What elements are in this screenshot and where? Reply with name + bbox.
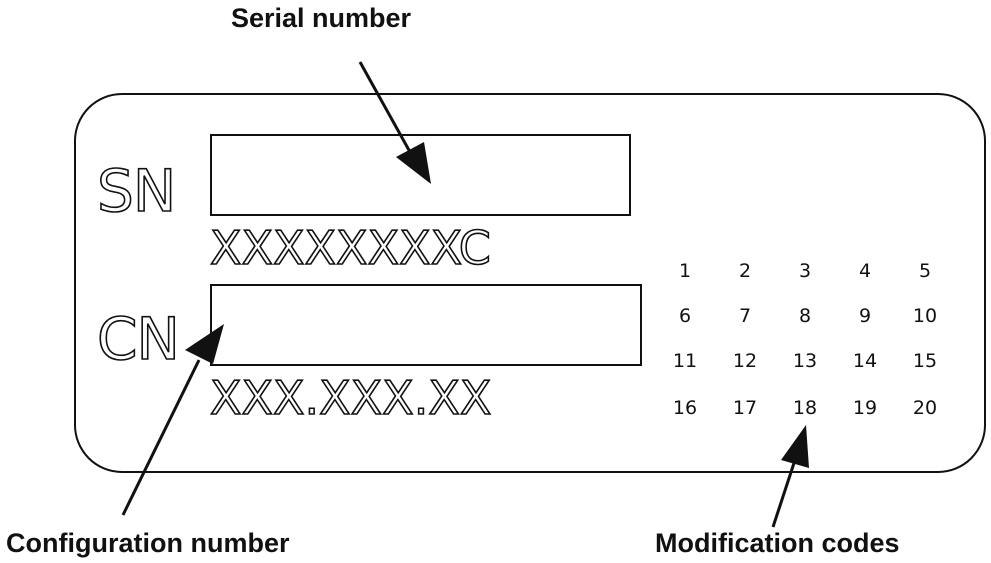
modification-code-7: 7 [738,305,752,327]
cn-label: CN [96,305,180,373]
configuration-number-field [210,284,642,366]
identification-label-plate [74,93,986,473]
modification-code-2: 2 [738,260,752,282]
modification-code-8: 8 [798,305,812,327]
modification-code-4: 4 [858,260,872,282]
modification-code-16: 16 [672,397,698,419]
modification-code-9: 9 [858,305,872,327]
modification-code-13: 13 [792,350,818,372]
modification-code-18: 18 [792,397,818,419]
modification-code-17: 17 [732,397,758,419]
modification-codes-callout: Modification codes [655,528,900,558]
configuration-number-callout: Configuration number [6,528,290,558]
modification-code-6: 6 [678,305,692,327]
modification-code-15: 15 [912,350,938,372]
modification-code-1: 1 [678,260,692,282]
sn-label: SN [96,157,177,225]
configuration-number-format: XXX.XXX.XX [209,370,492,426]
serial-number-field [210,134,631,216]
modification-code-5: 5 [918,260,932,282]
modification-code-3: 3 [798,260,812,282]
modification-code-19: 19 [852,397,878,419]
modification-code-14: 14 [852,350,878,372]
modification-code-10: 10 [912,305,938,327]
modification-code-12: 12 [732,350,758,372]
serial-number-callout: Serial number [231,3,412,33]
modification-code-11: 11 [672,350,698,372]
modification-code-20: 20 [912,397,938,419]
serial-number-format: XXXXXXXXC [209,220,491,276]
